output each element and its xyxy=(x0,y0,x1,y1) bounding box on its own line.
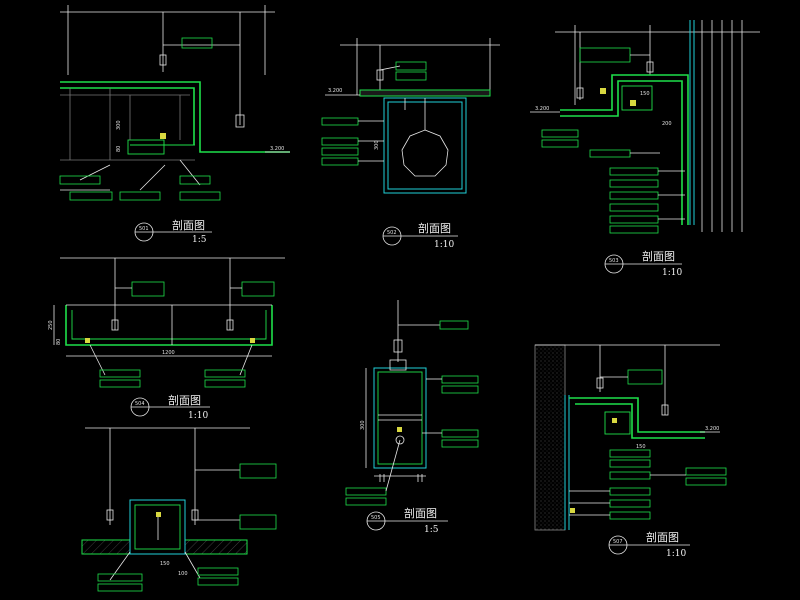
dim-height: 300 xyxy=(374,140,380,150)
level-mark: 3.200 xyxy=(705,426,719,432)
section-number: 501 xyxy=(139,226,149,232)
section-title: 剖面图 xyxy=(418,221,451,235)
section-507-drawing: 3.200 150 507 剖面图 1:10 xyxy=(534,344,727,559)
section-title: 剖面图 xyxy=(172,218,205,232)
dim-depth: 100 xyxy=(178,571,188,577)
section-title: 剖面图 xyxy=(404,506,437,520)
dim-step: 200 xyxy=(662,121,672,127)
section-number: 507 xyxy=(613,539,623,545)
section-title: 剖面图 xyxy=(642,249,675,263)
level-mark: 3.200 xyxy=(535,106,549,112)
section-504-drawing: 1200 250 80 504 剖面图 1:10 xyxy=(48,257,285,421)
section-505-drawing: 300 505 剖面图 1:5 xyxy=(345,300,479,535)
dim-height: 300 xyxy=(116,120,122,130)
level-mark: 3.200 xyxy=(270,146,284,152)
dim-width: 150 xyxy=(640,91,650,97)
section-scale: 1:10 xyxy=(666,549,686,559)
section-501-drawing: 3.200 300 80 501 剖面图 1:5 xyxy=(59,5,290,245)
dim-height: 300 xyxy=(360,420,366,430)
section-number: 502 xyxy=(387,230,397,236)
section-scale: 1:10 xyxy=(188,411,208,421)
section-title: 剖面图 xyxy=(646,530,679,544)
section-scale: 1:10 xyxy=(434,240,454,250)
dim-width: 150 xyxy=(160,561,170,567)
section-scale: 1:5 xyxy=(192,235,207,245)
dim-depth: 80 xyxy=(116,146,122,152)
section-506-drawing: 150 100 xyxy=(81,427,277,592)
dim-height: 250 xyxy=(48,320,54,330)
level-mark: 3.200 xyxy=(328,88,342,94)
section-scale: 1:10 xyxy=(662,268,682,278)
section-title: 剖面图 xyxy=(168,393,201,407)
dim-width: 1200 xyxy=(162,350,175,356)
section-number: 505 xyxy=(371,515,381,521)
section-502-drawing: 3.200 300 502 剖面图 1:10 xyxy=(321,38,500,250)
dim-step: 150 xyxy=(636,444,646,450)
section-scale: 1:5 xyxy=(424,525,439,535)
section-503-drawing: 3.200 200 150 503 剖面图 1:10 xyxy=(530,20,760,278)
section-number: 504 xyxy=(135,401,145,407)
section-number: 503 xyxy=(609,258,619,264)
dim-side: 80 xyxy=(56,339,62,345)
